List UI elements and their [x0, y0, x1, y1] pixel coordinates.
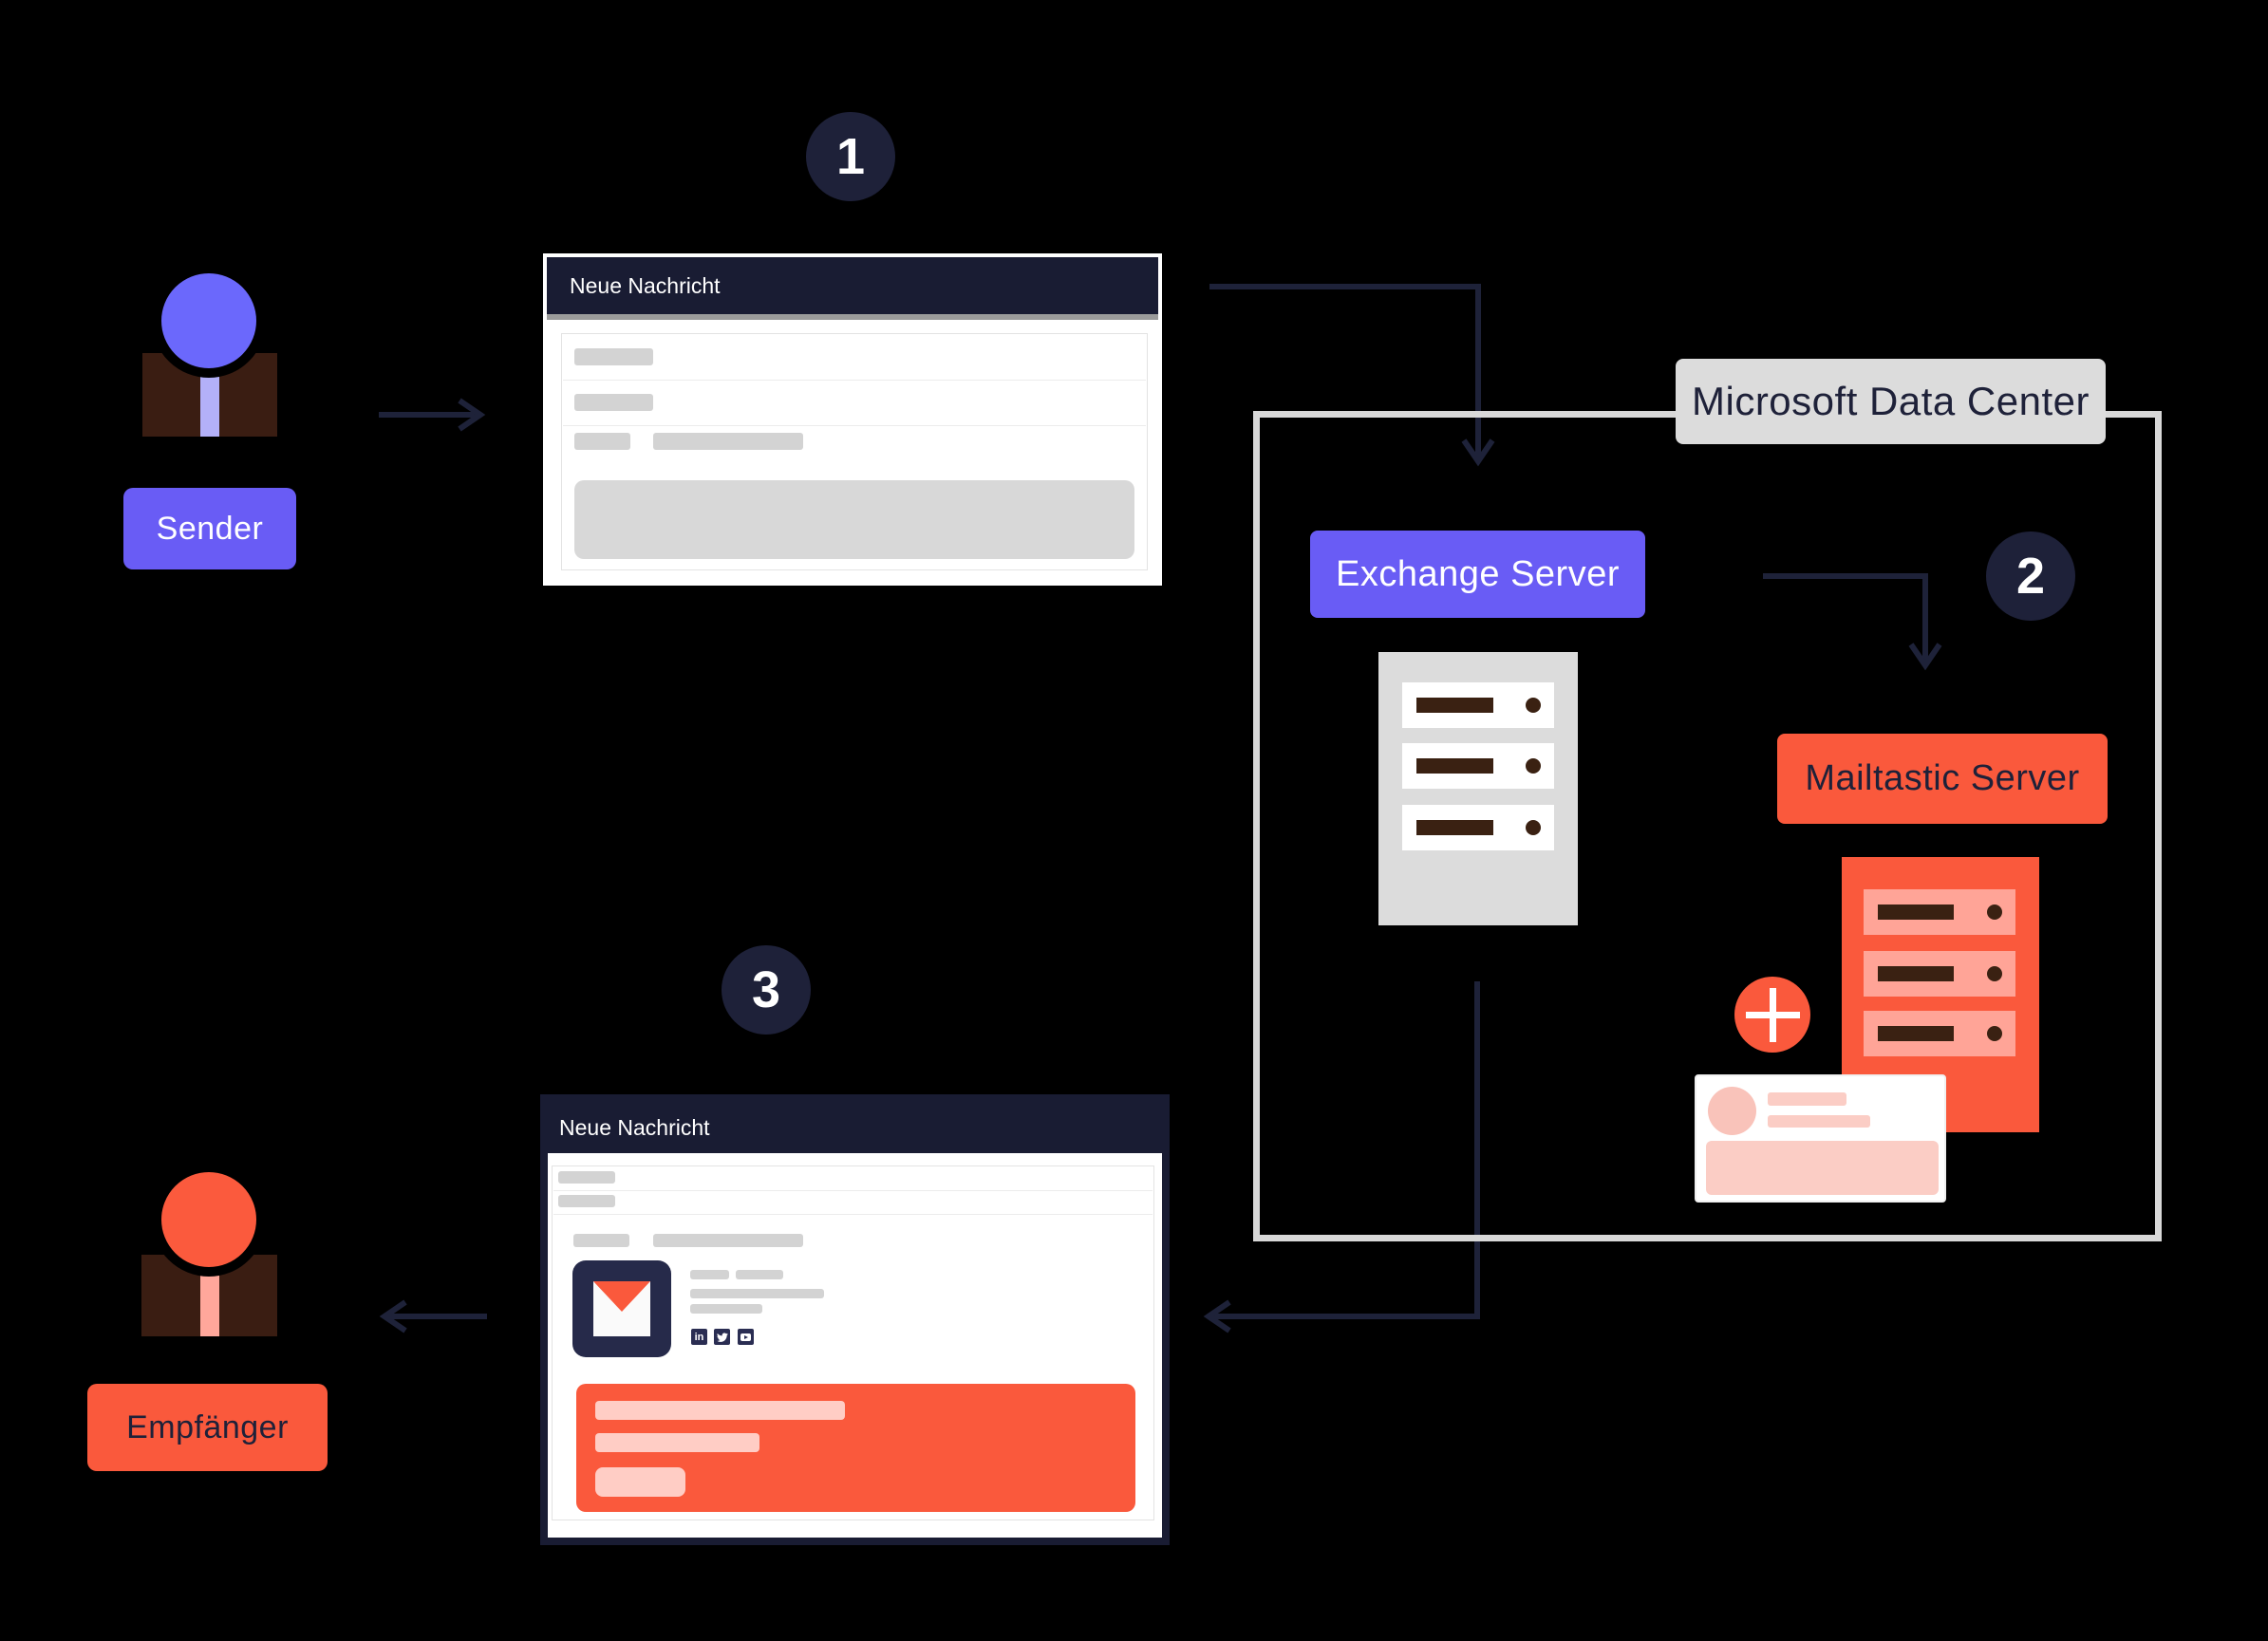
message-body-placeholder: [574, 480, 1134, 559]
exchange-server-label: Exchange Server: [1310, 531, 1645, 618]
mail-window-1-form: [561, 333, 1148, 570]
mailtastic-server-label-text: Mailtastic Server: [1805, 758, 2080, 798]
signature-name-placeholder: [1768, 1092, 1846, 1106]
rack-led: [1987, 904, 2002, 920]
field-divider: [563, 380, 1146, 381]
plus-icon: [1734, 977, 1810, 1053]
linkedin-icon: in: [691, 1329, 707, 1345]
banner-button-placeholder: [595, 1467, 685, 1497]
plus-bar: [1770, 988, 1776, 1042]
rack-bar: [1878, 966, 1954, 981]
youtube-icon: [738, 1329, 754, 1345]
server-rack-row: [1402, 743, 1554, 789]
field-divider: [553, 1214, 1153, 1215]
step-1-number: 1: [835, 128, 866, 185]
sender-head: [152, 264, 266, 378]
server-rack-row: [1402, 682, 1554, 728]
rack-led: [1526, 758, 1541, 774]
mail-window-1-titlebar: Neue Nachricht: [547, 257, 1158, 314]
receiver-label: Empfänger: [87, 1384, 328, 1471]
cc-placeholder: [558, 1195, 615, 1207]
subject-text-placeholder: [653, 1234, 803, 1247]
rack-led: [1987, 1026, 2002, 1041]
mail-window-2-title: Neue Nachricht: [559, 1114, 710, 1140]
signature-banner: [576, 1384, 1135, 1512]
mail-window-1-title: Neue Nachricht: [570, 272, 721, 298]
mail-window-1-separator: [547, 314, 1158, 320]
rack-bar: [1416, 758, 1493, 774]
rack-bar: [1878, 904, 1954, 920]
field-divider: [553, 1190, 1153, 1191]
datacenter-label: Microsoft Data Center: [1676, 359, 2106, 444]
logo-envelope: [593, 1281, 650, 1336]
receiver-tie: [200, 1272, 219, 1336]
sig-name-placeholder: [690, 1270, 729, 1279]
rack-bar: [1878, 1026, 1954, 1041]
mail-window-2-form: [552, 1165, 1154, 1520]
cc-placeholder: [574, 394, 653, 411]
youtube-play-glyph: [744, 1334, 748, 1339]
signature-role-placeholder: [1768, 1115, 1870, 1128]
signature-card: [1695, 1074, 1946, 1203]
mail-window-2: Neue Nachricht in: [540, 1094, 1170, 1545]
sig-title-placeholder: [690, 1289, 824, 1298]
datacenter-label-text: Microsoft Data Center: [1692, 379, 2090, 423]
rack-bar: [1416, 820, 1493, 835]
field-divider: [563, 425, 1146, 426]
mailtastic-server-label: Mailtastic Server: [1777, 734, 2108, 824]
banner-line-placeholder: [595, 1433, 759, 1452]
sender-tie: [200, 375, 219, 437]
server-rack-row: [1402, 805, 1554, 850]
recipient-placeholder: [574, 348, 653, 365]
linkedin-glyph: in: [694, 1331, 704, 1343]
logo-envelope-flap: [593, 1281, 650, 1312]
exchange-server-label-text: Exchange Server: [1336, 553, 1620, 594]
recipient-placeholder: [558, 1171, 615, 1184]
mailtastic-logo: [572, 1260, 671, 1357]
subject-label-placeholder: [573, 1234, 629, 1247]
exchange-server-icon: [1378, 652, 1578, 925]
server-rack-row: [1864, 1011, 2015, 1056]
rack-led: [1526, 698, 1541, 713]
mail-window-2-titlebar: Neue Nachricht: [548, 1102, 1162, 1153]
rack-led: [1987, 966, 2002, 981]
step-3-number: 3: [751, 961, 781, 1018]
subject-label-placeholder: [574, 433, 630, 450]
receiver-head: [152, 1163, 266, 1277]
rack-led: [1526, 820, 1541, 835]
sig-phone-placeholder: [690, 1304, 762, 1314]
twitter-icon: [714, 1329, 730, 1345]
rack-bar: [1416, 698, 1493, 713]
mailtastic-server-icon: [1842, 857, 2039, 1132]
mail-window-1: Neue Nachricht: [543, 253, 1162, 586]
subject-text-placeholder: [653, 433, 803, 450]
server-rack-row: [1864, 889, 2015, 935]
receiver-label-text: Empfänger: [126, 1408, 289, 1445]
step-1-badge: 1: [806, 112, 895, 201]
step-3-badge: 3: [722, 945, 811, 1035]
server-rack-row: [1864, 951, 2015, 997]
signature-banner-placeholder: [1706, 1141, 1939, 1195]
step-2-badge: 2: [1986, 531, 2075, 621]
step-2-number: 2: [2015, 548, 2046, 605]
sig-surname-placeholder: [736, 1270, 783, 1279]
sender-label: Sender: [123, 488, 296, 569]
signature-avatar: [1708, 1087, 1756, 1135]
sender-label-text: Sender: [156, 510, 264, 547]
youtube-frame: [740, 1333, 751, 1341]
banner-line-placeholder: [595, 1401, 845, 1420]
